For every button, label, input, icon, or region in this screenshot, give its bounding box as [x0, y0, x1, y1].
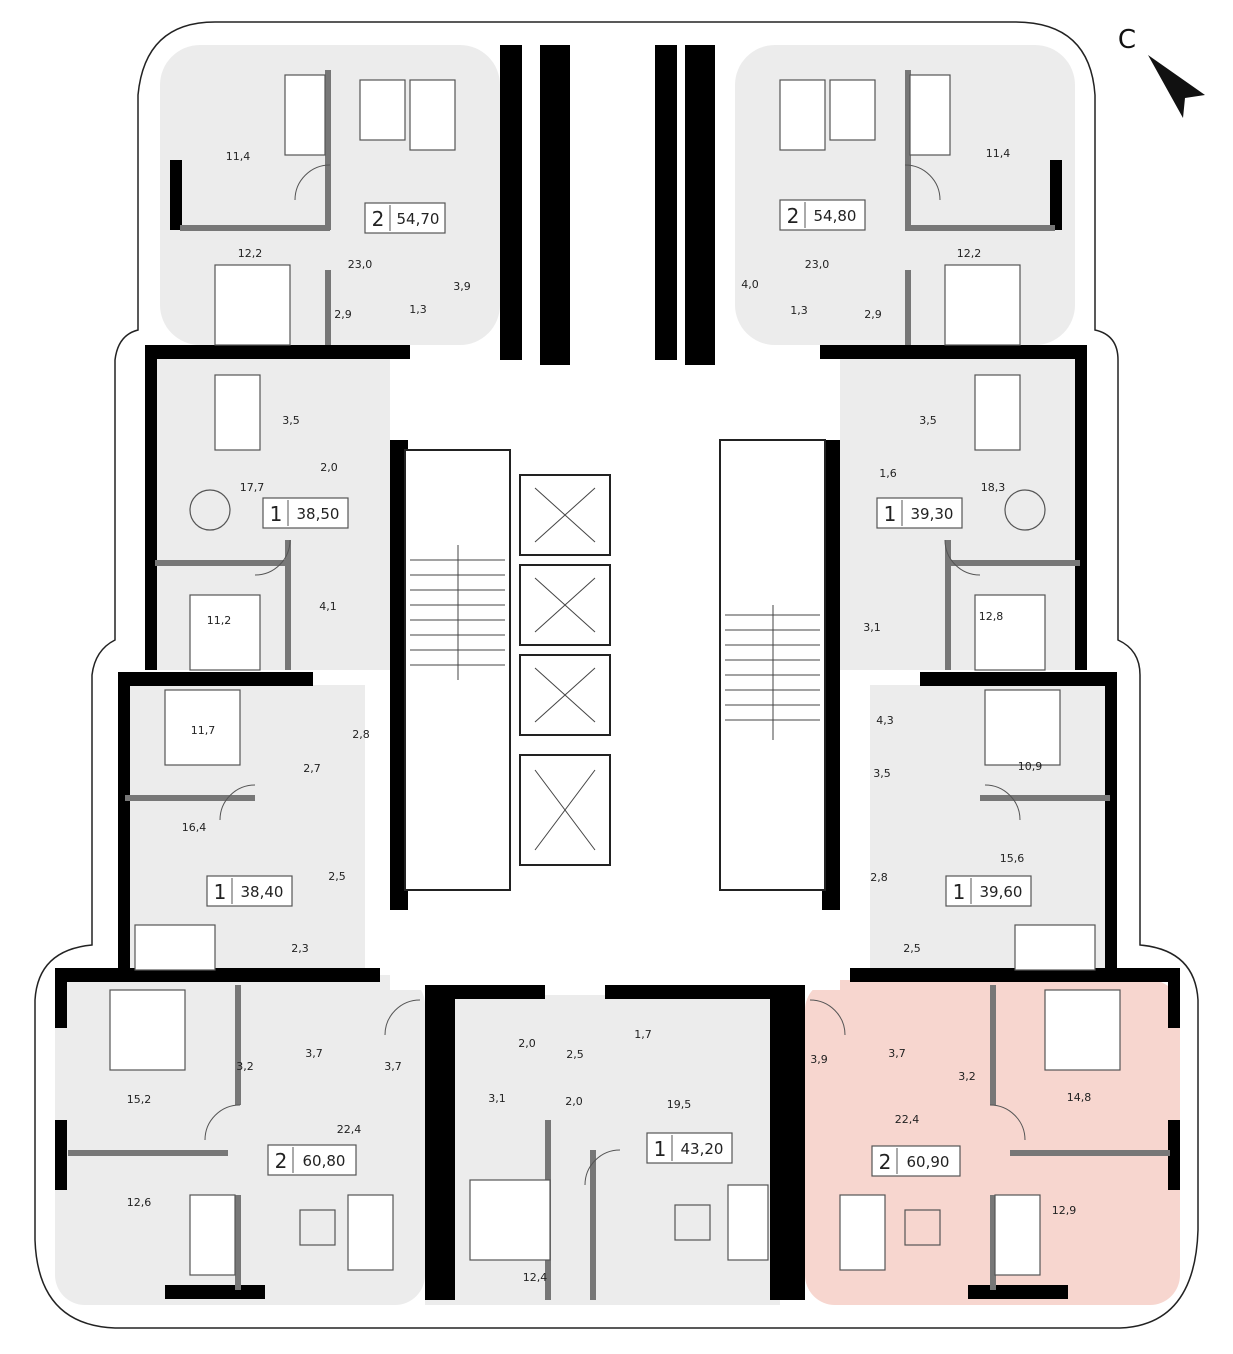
room-area: 14,8: [1067, 1091, 1092, 1104]
room-area: 3,1: [863, 621, 881, 634]
room-area: 2,0: [565, 1095, 583, 1108]
room-area: 1,6: [879, 467, 897, 480]
north-arrow-icon: [1148, 55, 1205, 118]
room-area: 19,5: [667, 1098, 692, 1111]
room-area: 3,5: [919, 414, 937, 427]
room-area: 12,2: [957, 247, 982, 260]
building-outline: [34, 21, 1199, 1329]
north-compass: С: [1118, 25, 1205, 118]
room-area: 3,5: [873, 767, 891, 780]
apt-label-s[interactable]: 1 43,20: [646, 1132, 733, 1164]
room-area: 17,7: [240, 481, 265, 494]
apt-rooms: 2: [879, 1150, 892, 1174]
room-area: 4,3: [876, 714, 894, 727]
walls: [55, 45, 1180, 1300]
apt-rooms: 2: [372, 207, 385, 231]
apt-rooms: 2: [275, 1149, 288, 1173]
room-area: 1,7: [634, 1028, 652, 1041]
apt-area: 39,30: [911, 505, 954, 523]
apt-label-w-upper[interactable]: 1 38,50: [262, 497, 349, 529]
apt-rooms: 1: [654, 1137, 667, 1161]
room-area: 22,4: [337, 1123, 362, 1136]
apt-area: 60,90: [907, 1153, 950, 1171]
room-area: 3,7: [888, 1047, 906, 1060]
apt-label-sw[interactable]: 2 60,80: [267, 1144, 357, 1176]
apt-label-e-lower[interactable]: 1 39,60: [945, 875, 1032, 907]
door-swings: [204, 164, 1026, 1186]
apt-rooms: 1: [214, 880, 227, 904]
room-area: 1,3: [409, 303, 427, 316]
room-area: 2,3: [291, 942, 309, 955]
apt-label-ne[interactable]: 2 54,80: [779, 199, 866, 231]
room-area: 16,4: [182, 821, 207, 834]
room-area: 12,8: [979, 610, 1004, 623]
room-area: 23,0: [805, 258, 830, 271]
apt-label-w-lower[interactable]: 1 38,40: [206, 875, 293, 907]
apt-area: 38,40: [241, 883, 284, 901]
room-area: 2,7: [303, 762, 321, 775]
room-area: 2,8: [870, 871, 888, 884]
apt-rooms: 1: [270, 502, 283, 526]
room-area: 3,1: [488, 1092, 506, 1105]
room-area: 1,3: [790, 304, 808, 317]
apt-rooms: 1: [953, 880, 966, 904]
room-area: 3,2: [236, 1060, 254, 1073]
room-area: 4,1: [319, 600, 337, 613]
stair-core-east: [719, 439, 826, 891]
apt-rooms: 1: [884, 502, 897, 526]
room-area: 3,7: [305, 1047, 323, 1060]
room-area: 18,3: [981, 481, 1006, 494]
apt-rooms: 2: [787, 204, 800, 228]
room-area: 2,8: [352, 728, 370, 741]
apt-area: 38,50: [297, 505, 340, 523]
room-area: 2,9: [864, 308, 882, 321]
room-area: 3,9: [810, 1053, 828, 1066]
apt-area: 54,80: [814, 207, 857, 225]
room-area: 11,4: [226, 150, 251, 163]
room-area: 12,4: [523, 1271, 548, 1284]
lift-shafts: [519, 474, 611, 866]
apt-label-e-upper[interactable]: 1 39,30: [876, 497, 963, 529]
room-area: 2,0: [320, 461, 338, 474]
room-area: 2,5: [903, 942, 921, 955]
apt-label-se[interactable]: 2 60,90: [871, 1145, 961, 1177]
apt-area: 54,70: [397, 210, 440, 228]
apt-area: 60,80: [303, 1152, 346, 1170]
room-area: 23,0: [348, 258, 373, 271]
furniture: [109, 74, 1121, 1276]
room-area: 15,6: [1000, 852, 1025, 865]
room-area: 10,9: [1018, 760, 1043, 773]
room-area: 3,7: [384, 1060, 402, 1073]
room-area: 3,2: [958, 1070, 976, 1083]
room-area: 12,2: [238, 247, 263, 260]
room-area: 12,6: [127, 1196, 152, 1209]
room-area: 22,4: [895, 1113, 920, 1126]
room-area: 2,9: [334, 308, 352, 321]
compass-letter: С: [1118, 25, 1136, 55]
apt-area: 39,60: [980, 883, 1023, 901]
room-area: 15,2: [127, 1093, 152, 1106]
room-area: 4,0: [741, 278, 759, 291]
apt-area: 43,20: [681, 1140, 724, 1158]
room-area: 2,0: [518, 1037, 536, 1050]
room-area: 2,5: [328, 870, 346, 883]
apt-w-lower-fill: [120, 685, 365, 970]
stair-core-west: [404, 449, 511, 891]
room-area: 3,5: [282, 414, 300, 427]
room-area: 2,5: [566, 1048, 584, 1061]
room-areas: 11,4 12,2 23,0 2,9 1,3 3,9 11,4 12,2 23,…: [127, 147, 1092, 1284]
room-area: 12,9: [1052, 1204, 1077, 1217]
apt-label-nw[interactable]: 2 54,70: [364, 202, 446, 234]
room-area: 11,7: [191, 724, 216, 737]
room-area: 11,4: [986, 147, 1011, 160]
room-area: 11,2: [207, 614, 232, 627]
room-area: 3,9: [453, 280, 471, 293]
